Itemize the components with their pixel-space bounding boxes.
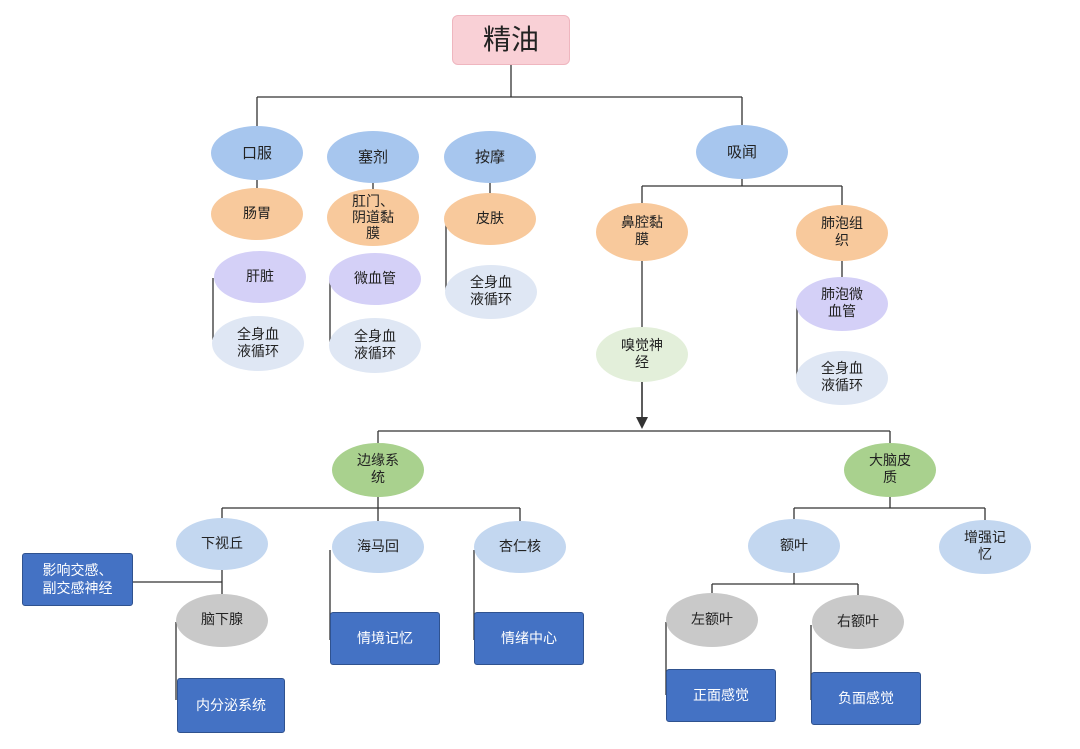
circulation-node-oral: 全身血液循环 xyxy=(212,316,304,371)
outcome-box-negative: 负面感觉 xyxy=(811,672,921,725)
region-node-hippocampus: 海马回 xyxy=(332,521,424,573)
outcome-box-positive: 正面感觉 xyxy=(666,669,776,722)
label-line: 经 xyxy=(635,354,649,371)
label-line: 肺泡组 xyxy=(821,216,863,232)
outcome-box-endocrine: 内分泌系统 xyxy=(177,678,285,733)
nerve-node-olfactory: 嗅觉神经 xyxy=(596,327,688,382)
circulation-node-massage: 全身血液循环 xyxy=(445,265,537,319)
route-node-oral: 口服 xyxy=(211,126,303,180)
arrow-head-icon xyxy=(636,417,648,429)
label-line: 质 xyxy=(883,470,897,486)
circulation-label: 全身血液循环 xyxy=(354,329,396,363)
route-label: 口服 xyxy=(241,143,272,162)
label-line: 液循环 xyxy=(354,345,396,362)
region-label: 额叶 xyxy=(780,537,808,554)
label-line: 全身血 xyxy=(354,328,396,345)
nerve-label: 嗅觉神经 xyxy=(621,338,663,372)
circulation-label: 全身血液循环 xyxy=(821,361,863,395)
region-node-memory: 增强记忆 xyxy=(939,520,1031,574)
region-node-amygdala: 杏仁核 xyxy=(474,521,566,573)
site-label: 肛门、阴道黏膜 xyxy=(352,194,394,242)
outcome-label: 情绪中心 xyxy=(501,630,557,647)
region-node-frontal: 额叶 xyxy=(748,519,840,573)
label-line: 液循环 xyxy=(470,292,512,308)
label-line: 忆 xyxy=(978,547,992,563)
label-line: 全身血 xyxy=(237,326,279,343)
outcome-label: 正面感觉 xyxy=(693,687,749,704)
route-node-suppository: 塞剂 xyxy=(327,131,419,183)
lobe-label: 右额叶 xyxy=(837,613,879,630)
outcome-label: 影响交感、副交感神经 xyxy=(43,562,113,598)
region-node-hypothalamus: 下视丘 xyxy=(176,518,268,570)
site-node-mucosa: 肛门、阴道黏膜 xyxy=(327,189,419,246)
brain-node-limbic: 边缘系统 xyxy=(332,443,424,497)
brain-node-cortex: 大脑皮质 xyxy=(844,443,936,497)
organ-node-capillary: 微血管 xyxy=(329,253,421,305)
organ-label: 肺泡微血管 xyxy=(821,287,863,321)
outcome-label: 负面感觉 xyxy=(838,690,894,707)
region-label: 杏仁核 xyxy=(499,538,541,555)
label-line: 全身血 xyxy=(821,361,863,377)
label-line: 边缘系 xyxy=(357,453,399,469)
route-label: 按摩 xyxy=(474,147,505,166)
label-line: 副交感神经 xyxy=(42,580,113,597)
label-line: 阴道黏 xyxy=(352,209,394,226)
site-label: 肺泡组织 xyxy=(821,216,863,250)
root-label: 精油 xyxy=(482,23,539,56)
outcome-box-autonomic: 影响交感、副交感神经 xyxy=(22,553,133,606)
gland-label: 脑下腺 xyxy=(201,612,243,628)
circulation-node-suppository: 全身血液循环 xyxy=(329,318,421,373)
organ-label: 微血管 xyxy=(354,270,396,287)
label-line: 肺泡微 xyxy=(821,287,863,303)
label-line: 大脑皮 xyxy=(869,453,911,469)
label-line: 肛门、 xyxy=(352,193,394,210)
label-line: 影响交感、 xyxy=(42,562,113,579)
region-label: 海马回 xyxy=(357,538,399,555)
organ-node-alveolar-capillary: 肺泡微血管 xyxy=(796,277,888,331)
organ-label: 肝脏 xyxy=(246,268,274,285)
organ-node-liver: 肝脏 xyxy=(214,251,306,303)
route-label: 吸闻 xyxy=(726,142,757,161)
outcome-label: 情境记忆 xyxy=(357,630,413,647)
region-label: 增强记忆 xyxy=(964,530,1006,564)
site-node-nasal: 鼻腔黏膜 xyxy=(596,203,688,261)
outcome-label: 内分泌系统 xyxy=(196,697,266,714)
label-line: 膜 xyxy=(366,225,380,242)
label-line: 统 xyxy=(371,470,385,486)
root-node: 精油 xyxy=(452,15,570,65)
outcome-box-episodic-memory: 情境记忆 xyxy=(330,612,440,665)
route-node-inhalation: 吸闻 xyxy=(696,125,788,179)
label-line: 液循环 xyxy=(237,343,279,360)
site-node-alveoli: 肺泡组织 xyxy=(796,205,888,261)
label-line: 全身血 xyxy=(470,275,512,291)
label-line: 鼻腔黏 xyxy=(621,215,663,231)
site-label: 鼻腔黏膜 xyxy=(621,215,663,249)
site-label: 肠胃 xyxy=(243,205,271,222)
lobe-node-right: 右额叶 xyxy=(812,595,904,649)
label-line: 增强记 xyxy=(964,530,1006,546)
region-label: 下视丘 xyxy=(201,535,243,552)
label-line: 嗅觉神 xyxy=(621,337,663,354)
circulation-label: 全身血液循环 xyxy=(237,327,279,361)
site-node-skin: 皮肤 xyxy=(444,193,536,245)
lobe-node-left: 左额叶 xyxy=(666,593,758,647)
label-line: 织 xyxy=(835,233,849,249)
brain-label: 大脑皮质 xyxy=(869,453,911,487)
brain-label: 边缘系统 xyxy=(357,453,399,487)
gland-node-pituitary: 脑下腺 xyxy=(176,594,268,647)
circulation-label: 全身血液循环 xyxy=(470,275,512,309)
circulation-node-lung: 全身血液循环 xyxy=(796,351,888,405)
label-line: 血管 xyxy=(828,304,856,320)
outcome-box-emotion-center: 情绪中心 xyxy=(474,612,584,665)
lobe-label: 左额叶 xyxy=(691,611,733,628)
route-label: 塞剂 xyxy=(357,147,388,166)
site-label: 皮肤 xyxy=(476,210,504,227)
label-line: 液循环 xyxy=(821,378,863,394)
site-node-stomach: 肠胃 xyxy=(211,188,303,240)
label-line: 膜 xyxy=(635,232,649,248)
route-node-massage: 按摩 xyxy=(444,131,536,183)
